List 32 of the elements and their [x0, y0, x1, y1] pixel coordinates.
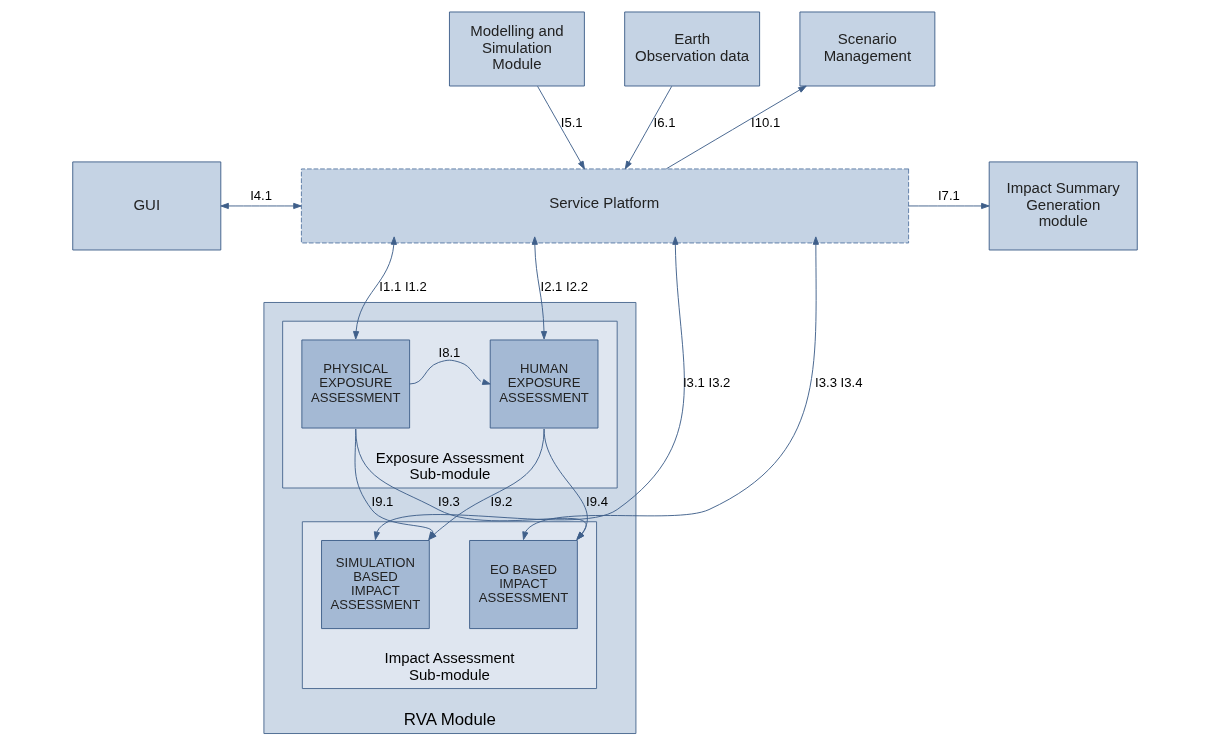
arrow — [409, 359, 491, 385]
edge-label: I5.1 — [560, 115, 583, 131]
node-box: SIMULATION BASED IMPACT ASSESSMENT — [321, 540, 430, 630]
arrow — [665, 85, 807, 170]
arrow — [543, 428, 588, 540]
arrow — [352, 236, 397, 340]
node-box: Earth Observation data — [624, 11, 761, 87]
edge-label: I10.1 — [751, 115, 781, 131]
arrow — [908, 202, 990, 210]
edge-label: I9.2 — [490, 494, 513, 509]
node-box: GUI — [72, 161, 222, 251]
node-box: PHYSICAL EXPOSURE ASSESSMENT — [301, 339, 411, 429]
arrow — [537, 85, 585, 170]
arrow — [522, 236, 819, 540]
edge-label: I4.1 — [250, 187, 273, 203]
edge-label: I3.3 I3.4 — [815, 375, 863, 391]
node-box: Impact Summary Generation module — [988, 161, 1138, 251]
edge-label: I9.3 — [438, 494, 460, 509]
edge-label: I9.1 — [371, 494, 394, 509]
edge-label: I7.1 — [937, 187, 960, 203]
edge-label: I8.1 — [438, 345, 461, 361]
edge-label: I9.4 — [586, 494, 608, 509]
node-box: HUMAN EXPOSURE ASSESSMENT — [489, 339, 599, 429]
node-box: Modelling and Simulation Module — [448, 11, 585, 87]
arrow — [531, 236, 548, 340]
edge-label: I6.1 — [653, 115, 676, 131]
node-box: EO BASED IMPACT ASSESSMENT — [469, 540, 578, 630]
node-box: Scenario Management — [799, 11, 936, 87]
arrow — [220, 202, 302, 210]
edge-label: I1.1 I1.2 — [379, 279, 427, 295]
edge-label: I2.1 I2.2 — [540, 279, 588, 295]
arrow — [624, 85, 673, 170]
